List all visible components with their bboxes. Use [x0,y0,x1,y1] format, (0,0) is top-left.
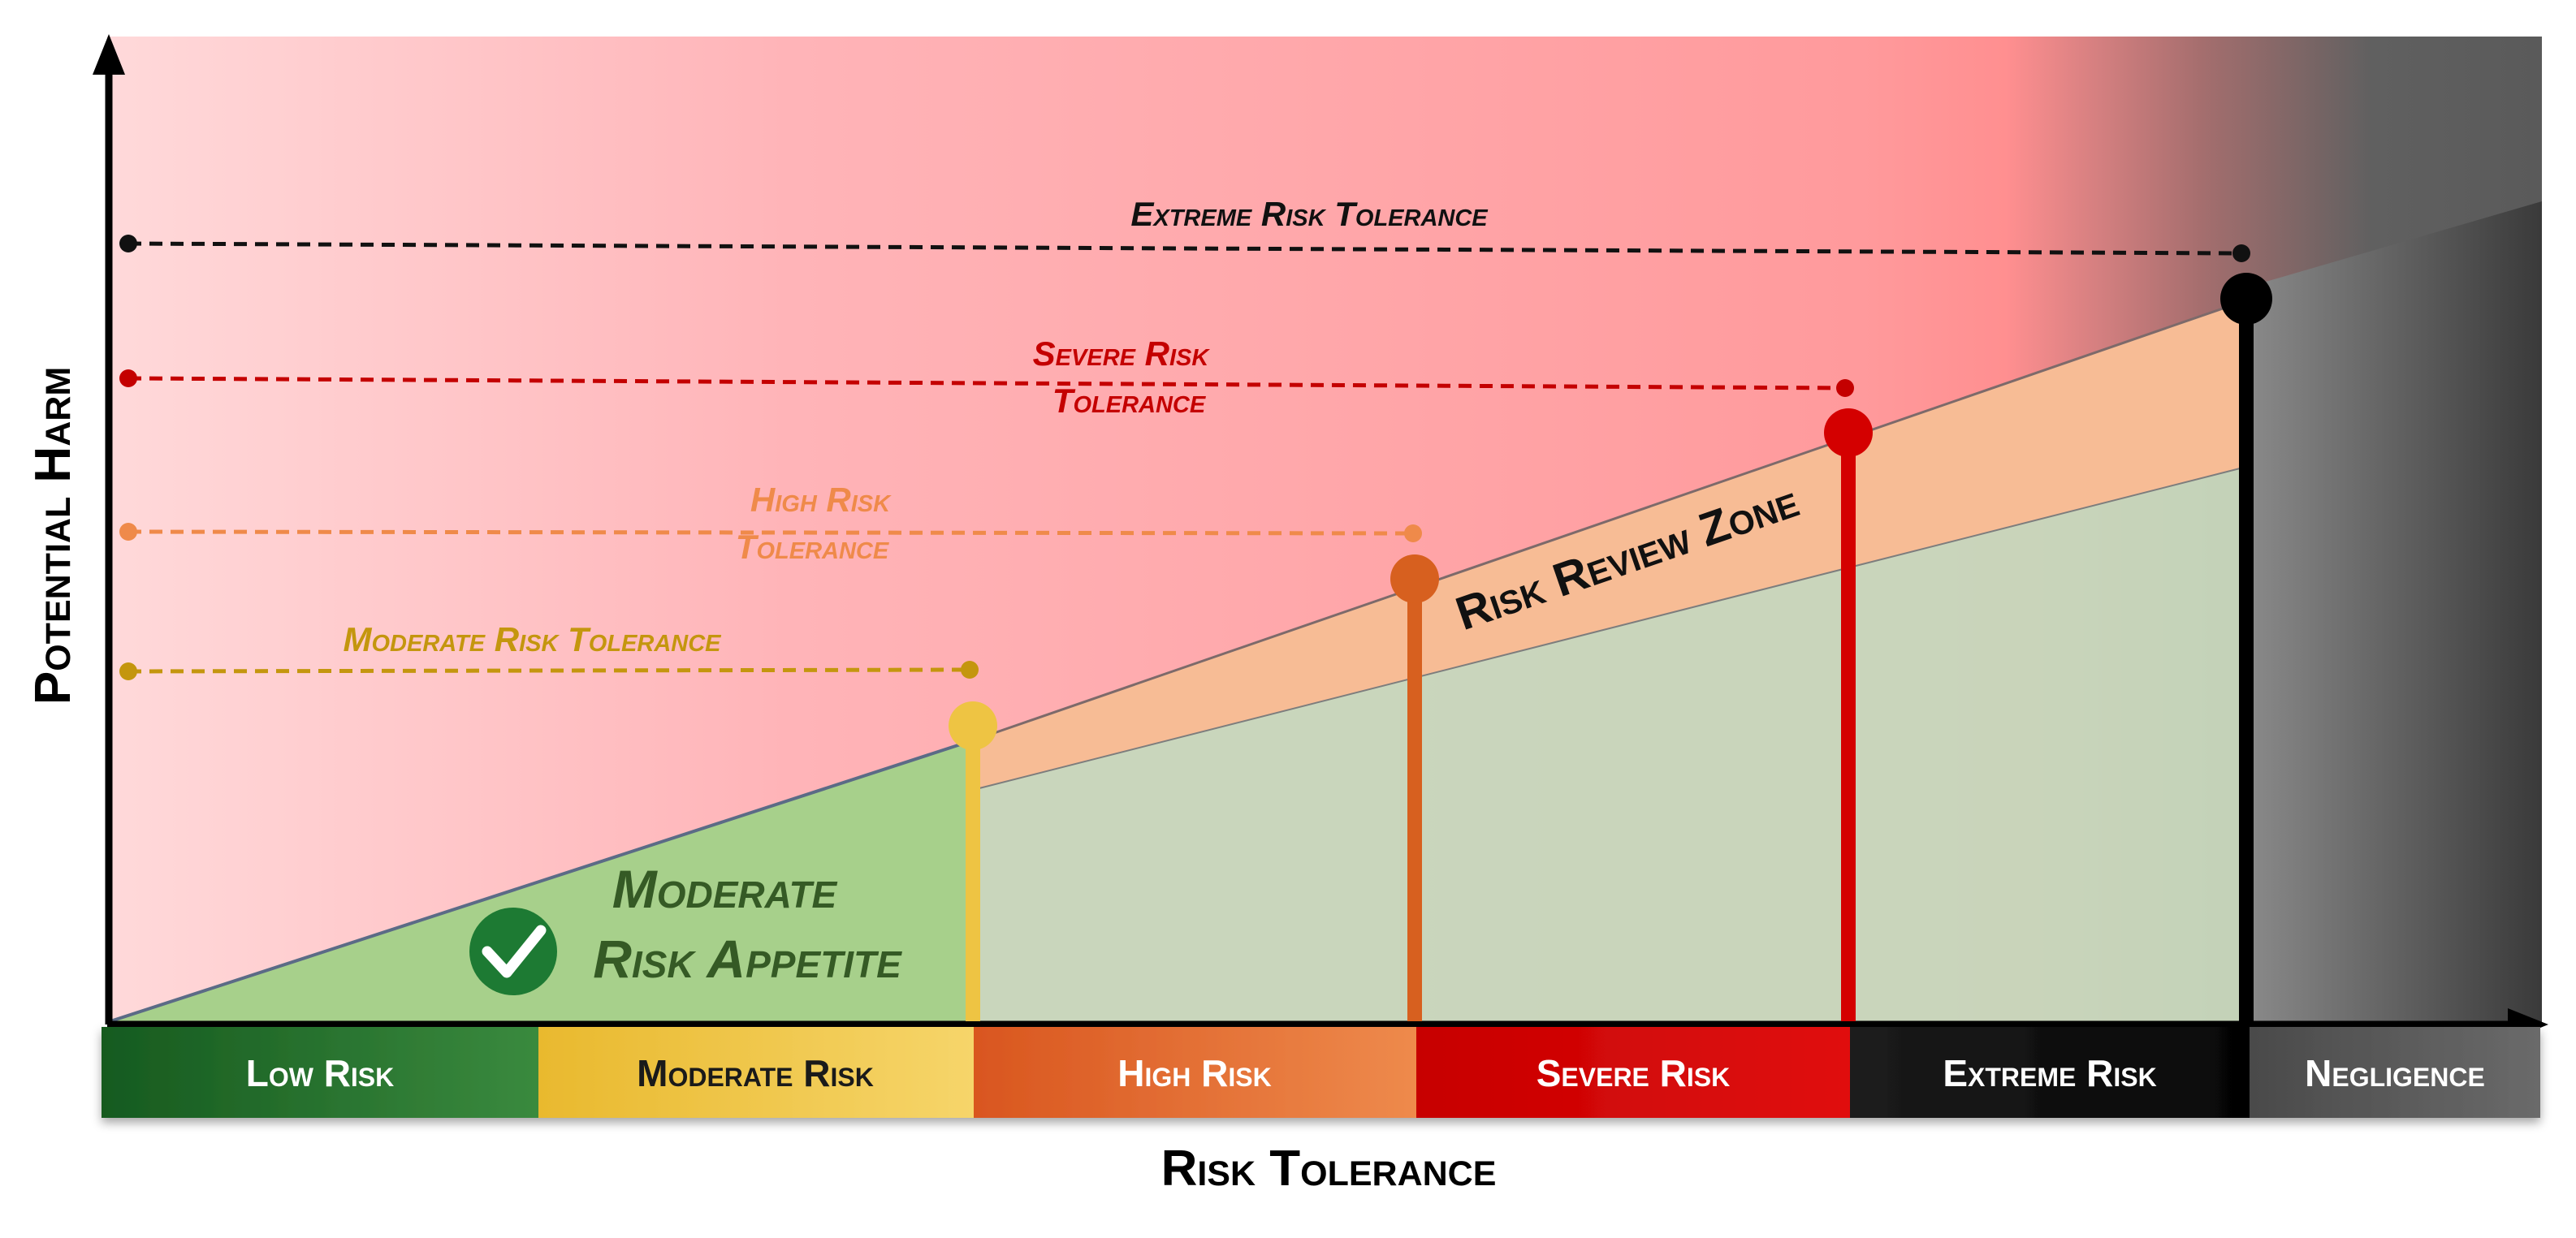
label-high-tolerance-line2: Tolerance [736,528,890,566]
category-label-severe-risk: Severe Risk [1537,1052,1731,1094]
appetite-edge [110,739,974,1023]
category-label-extreme-risk: Extreme Risk [1943,1052,2156,1094]
label-severe-tolerance-line1: Severe Risk [1033,334,1211,373]
tolerance-line-moderate [119,661,979,680]
appetite-label: Moderate Risk Appetite [593,859,902,989]
category-extreme-risk [1850,1027,2250,1118]
x-axis-label: Risk Tolerance [1161,1141,1497,1197]
green-zone [973,467,2246,1024]
negligence-region [2246,201,2542,1024]
category-label-high-risk: High Risk [1117,1052,1271,1094]
tolerance-line-high [119,523,1422,542]
risk-review-zone [973,300,2246,790]
check-circle-icon [469,908,557,995]
tolerance-line-severe [119,369,1854,397]
tolerance-line-extreme [119,235,2250,262]
label-extreme-tolerance: Extreme Risk Tolerance [1130,195,1489,233]
appetite-label-line1: Moderate [612,859,838,919]
category-low-risk [102,1027,538,1118]
threshold-post-moderate [949,701,997,1021]
category-label-negligence: Negligence [2305,1052,2485,1094]
category-severe-risk [1416,1027,1850,1118]
appetite-label-line2: Risk Appetite [593,929,902,989]
review-zone-upper-edge [972,299,2247,742]
threshold-post-high [1390,554,1439,1021]
label-high-tolerance-line1: High Risk [750,481,892,519]
category-negligence [2250,1027,2540,1118]
category-bar [102,1027,2540,1118]
category-high-risk [974,1027,1416,1118]
y-axis-label: Potential Harm [25,367,81,705]
y-axis-arrow [93,34,125,75]
category-label-low-risk: Low Risk [246,1052,395,1094]
label-moderate-tolerance: Moderate Risk Tolerance [343,620,722,658]
category-label-moderate-risk: Moderate Risk [637,1052,874,1094]
category-moderate-risk [538,1027,974,1118]
threshold-post-extreme [2220,273,2272,1021]
label-severe-tolerance-line2: Tolerance [1052,382,1207,420]
threshold-post-severe [1824,408,1873,1021]
review-zone-lower-edge [972,466,2247,791]
